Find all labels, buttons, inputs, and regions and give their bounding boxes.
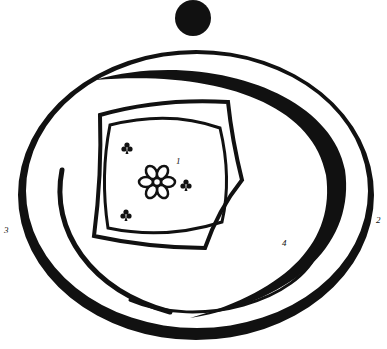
gynoecium <box>139 164 175 200</box>
stamen-symbol <box>120 209 131 221</box>
callout-number: 4 <box>282 239 287 248</box>
perianth-inner <box>104 118 226 233</box>
callout-number: 1 <box>176 157 181 166</box>
bracteole <box>95 70 346 318</box>
callout-number: 3 <box>4 226 9 235</box>
perianth-outer <box>94 101 242 248</box>
callout-number: 2 <box>376 216 381 225</box>
stamen-symbol <box>121 142 132 154</box>
bract-line <box>130 250 318 312</box>
axis-dot <box>175 0 211 36</box>
stamen-symbol <box>180 179 191 191</box>
outer-bract <box>18 50 374 340</box>
carpel-center <box>153 178 161 186</box>
